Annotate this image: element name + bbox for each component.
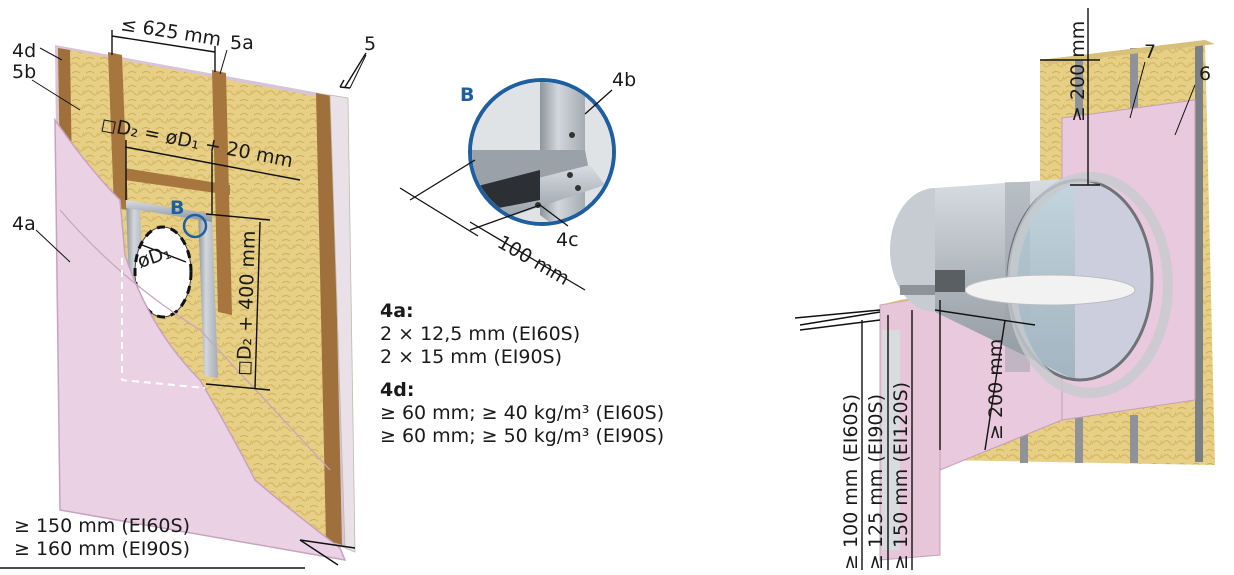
board-joint <box>59 209 331 471</box>
actuator-mount <box>900 285 935 295</box>
left-leader-lines <box>31 47 367 263</box>
wall-thickness-requirements: ≥ 150 mm (EI60S) ≥ 160 mm (EI90S) <box>14 515 190 561</box>
detail-b: B 4b 4c 100 mm <box>399 69 636 291</box>
spec-4a-line: 2 × 15 mm (EI90S) <box>380 346 563 368</box>
spec-4d-heading: 4d: <box>380 379 415 401</box>
label-6: 6 <box>1199 63 1211 85</box>
label-5: 5 <box>364 33 376 55</box>
label-5b: 5b <box>12 61 36 83</box>
wall-thickness-ei60: ≥ 150 mm (EI60S) <box>14 515 190 537</box>
detail-label-b: B <box>460 84 474 106</box>
label-4d: 4d <box>12 40 36 62</box>
dim-thickness-ei60: ≥ 100 mm (EI60S) <box>840 394 862 570</box>
dim-thickness-ei120: ≥ 150 mm (EI120S) <box>890 382 912 570</box>
label-4b: 4b <box>612 69 636 91</box>
gypsum-board-4a <box>54 117 347 561</box>
label-4a: 4a <box>12 213 36 235</box>
spec-4a-line: 2 × 12,5 mm (EI60S) <box>380 323 581 345</box>
spec-4d-line: ≥ 60 mm; ≥ 50 kg/m³ (EI90S) <box>380 425 665 447</box>
dim-opening-height: ◻D₂ + 400 mm <box>233 230 260 376</box>
dim-side-clearance: ≥ 200 mm <box>985 339 1007 440</box>
wall-stud <box>1020 415 1028 463</box>
right-dimension-lines <box>794 8 1100 570</box>
right-wall-illustration: 6 7 ≥ 200 mm ≥ 200 mm ≥ 100 mm (EI60S) ≥… <box>794 8 1215 570</box>
damper-blade <box>964 274 1136 306</box>
material-specifications: 4a: 2 × 12,5 mm (EI60S) 2 × 15 mm (EI90S… <box>380 300 664 448</box>
detail-b-marker <box>182 213 208 239</box>
wall-thickness-ei90: ≥ 160 mm (EI90S) <box>14 538 190 560</box>
label-4c: 4c <box>556 229 579 251</box>
wall-stud <box>1195 42 1203 462</box>
spec-4a-heading: 4a: <box>380 300 414 322</box>
actuator <box>935 270 965 292</box>
label-7: 7 <box>1144 41 1156 63</box>
duct-diameter-circle <box>133 225 193 319</box>
wall-stud <box>1075 415 1083 463</box>
wall-top <box>1040 40 1215 64</box>
wall-edge <box>329 94 356 553</box>
right-leader-lines <box>1129 61 1196 136</box>
detail-dimension-lines <box>399 89 613 291</box>
trimmer-5b <box>124 168 230 195</box>
dim-thickness-ei90: ≥ 125 mm (EI90S) <box>865 394 887 570</box>
left-dimension-lines <box>0 30 367 569</box>
stud <box>108 52 128 210</box>
stud-5 <box>316 93 342 545</box>
label-b: B <box>170 197 184 219</box>
label-5a: 5a <box>230 32 254 54</box>
opening-outline <box>121 258 206 389</box>
opening-frame-right <box>198 212 218 378</box>
dim-top-clearance: ≥ 200 mm <box>1067 21 1089 122</box>
spec-4d-line: ≥ 60 mm; ≥ 40 kg/m³ (EI60S) <box>380 402 665 424</box>
left-wall-illustration: 4d 5b 4a 5a 5 ≤ 625 mm ◻D₂ = øD₁ + 20 mm… <box>0 13 376 569</box>
wall-stud <box>1130 415 1138 463</box>
wall-section-edge <box>882 330 900 550</box>
